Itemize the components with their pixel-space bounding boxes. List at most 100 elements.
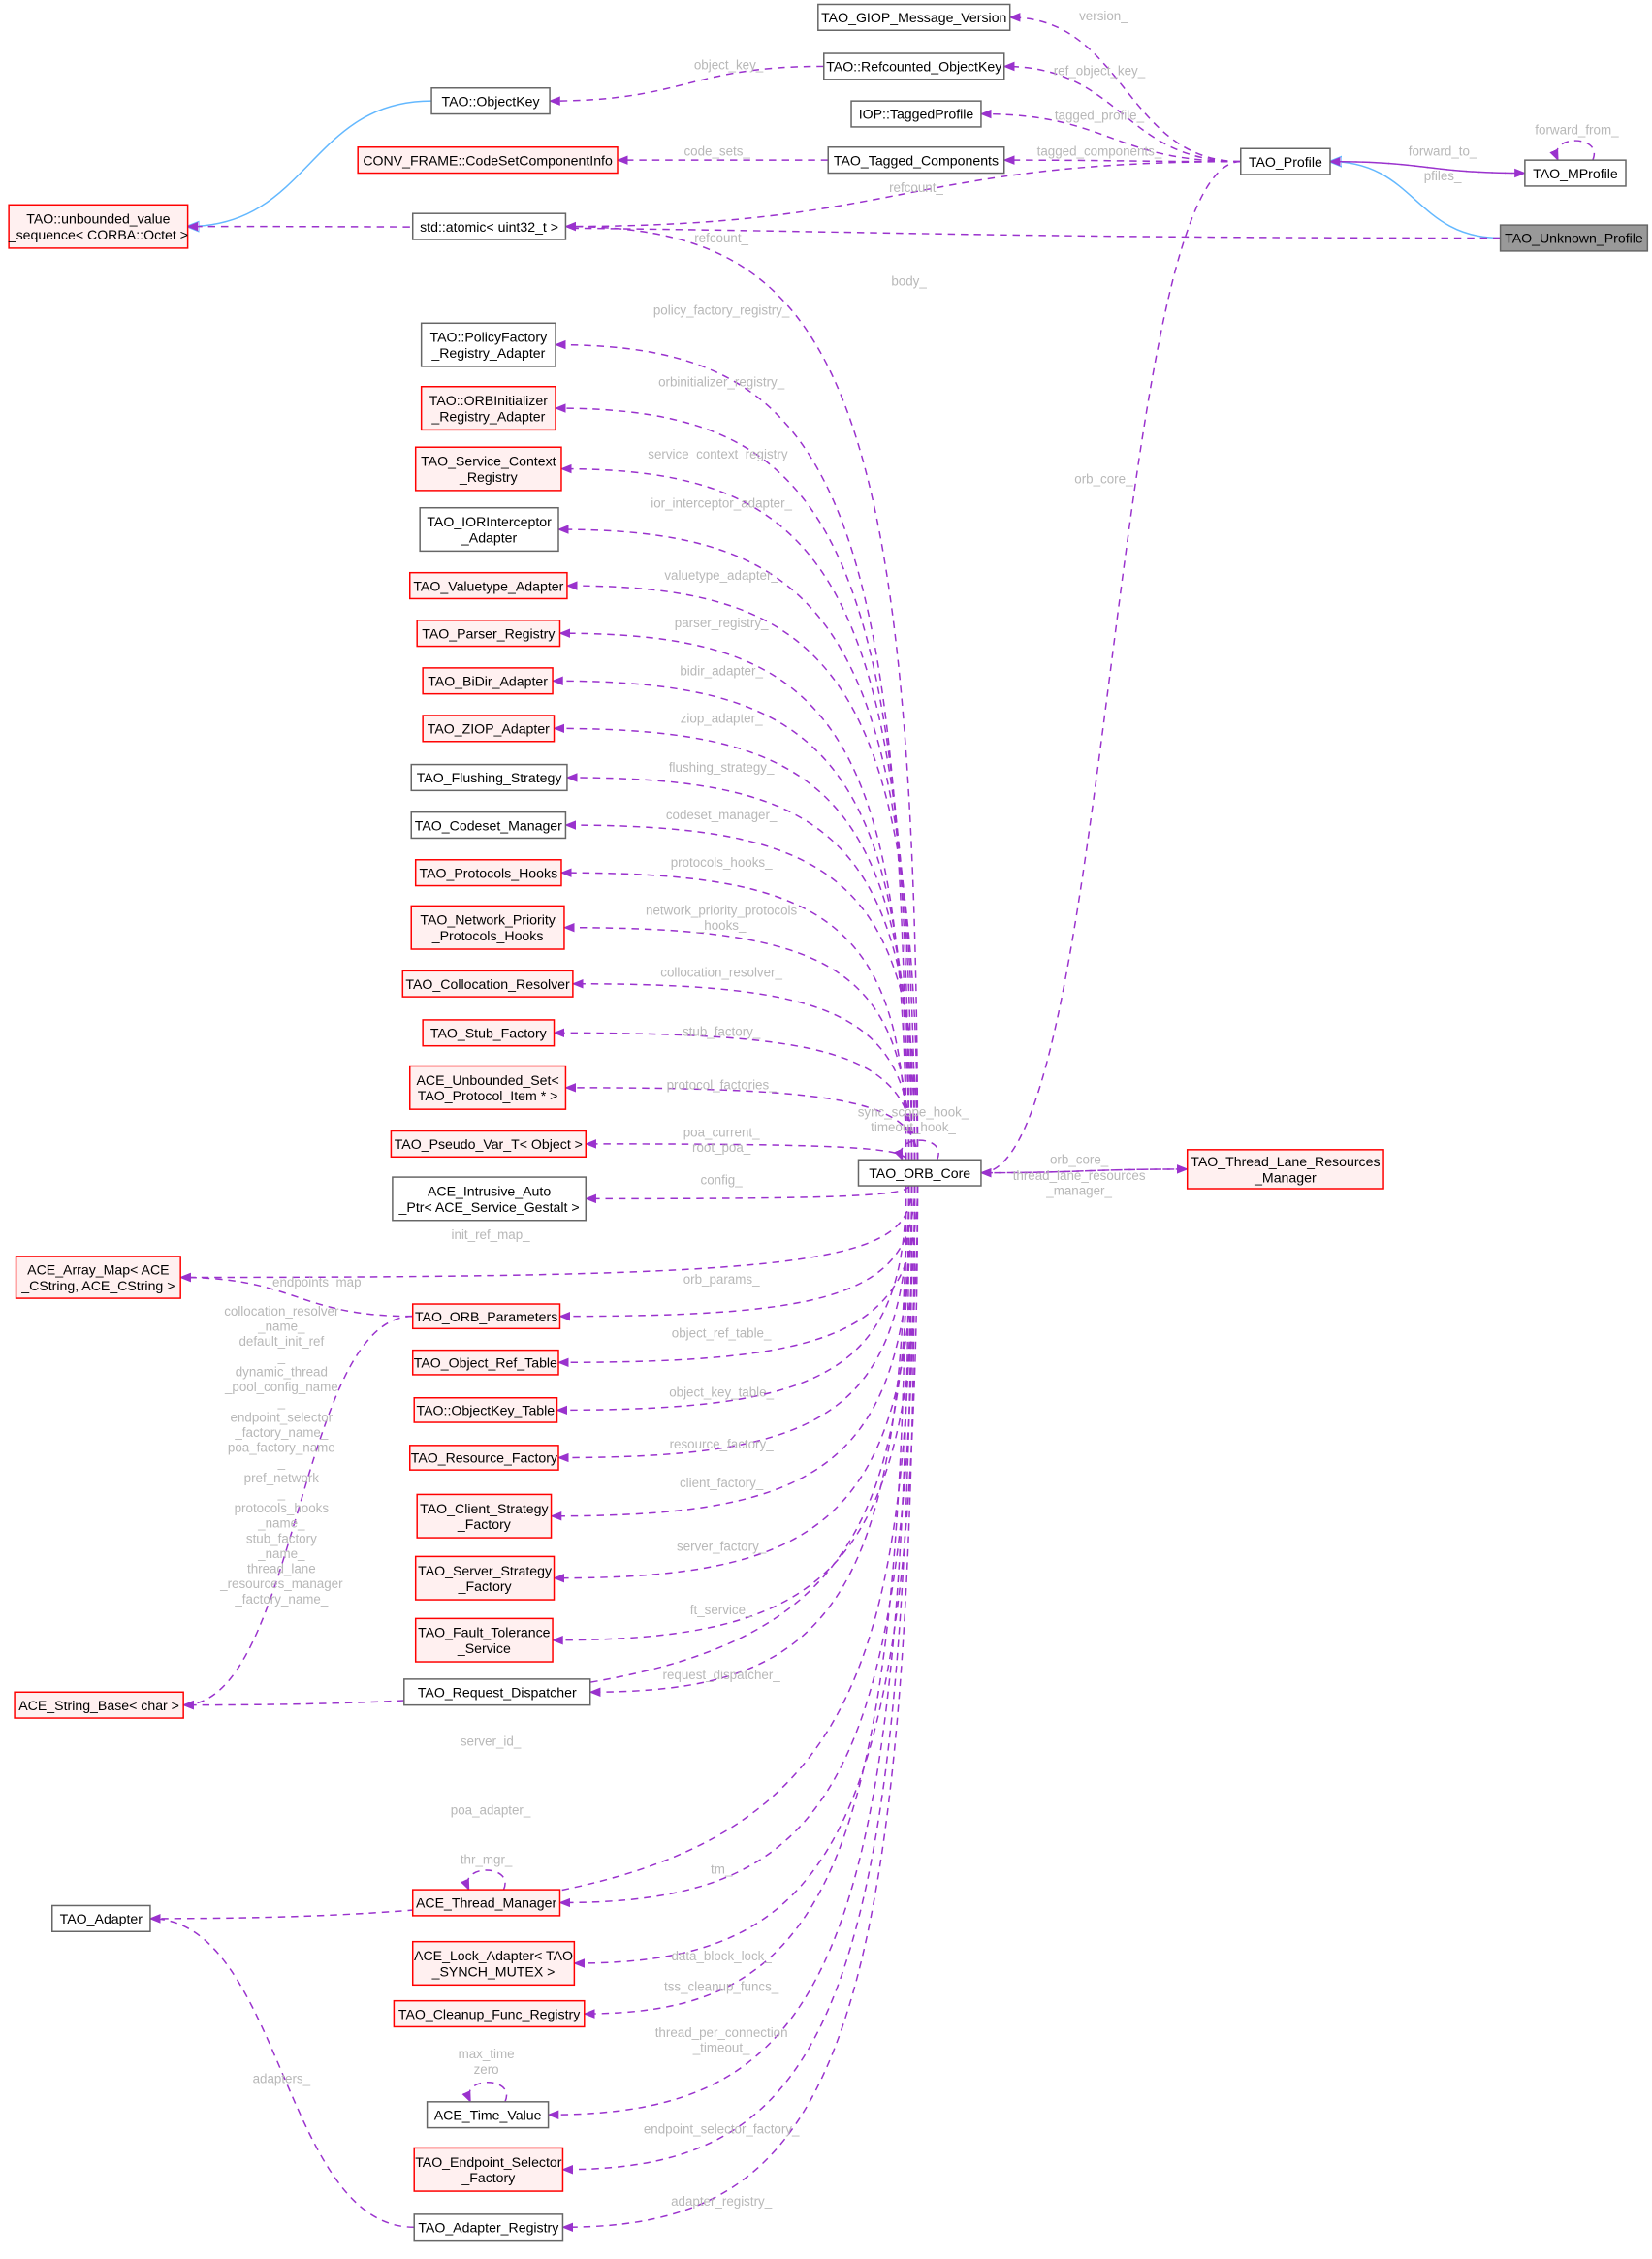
class-node-fault[interactable]: TAO_Fault_Tolerance_Service bbox=[414, 1617, 554, 1663]
edge-time_value-to-time_value bbox=[461, 2082, 508, 2103]
class-node-giop[interactable]: TAO_GIOP_Message_Version bbox=[817, 3, 1011, 31]
edge-label: adapters_ bbox=[253, 2071, 311, 2085]
class-node-client[interactable]: TAO_Client_Strategy_Factory bbox=[416, 1493, 553, 1539]
class-node-resource[interactable]: TAO_Resource_Factory bbox=[409, 1445, 559, 1471]
edge-orbcore-to-bidir bbox=[551, 676, 910, 1161]
class-node-adapter-registry[interactable]: TAO_Adapter_Registry bbox=[413, 2213, 564, 2242]
node-box bbox=[357, 146, 619, 175]
class-node-unbounded[interactable]: TAO::unbounded_value_sequence< CORBA::Oc… bbox=[8, 204, 189, 249]
edge-label: policy_factory_registry_ bbox=[653, 302, 790, 317]
class-node-tagged-profile[interactable]: IOP::TaggedProfile bbox=[850, 100, 982, 128]
node-label: CONV_FRAME::CodeSetComponentInfo bbox=[363, 152, 613, 168]
edge-label: tagged_profile_ bbox=[1055, 108, 1145, 122]
class-node-unbounded-set[interactable]: ACE_Unbounded_Set<TAO_Protocol_Item * > bbox=[409, 1065, 567, 1110]
class-node-time-value[interactable]: ACE_Time_Value bbox=[426, 2101, 550, 2129]
class-node-server[interactable]: TAO_Server_Strategy_Factory bbox=[414, 1555, 556, 1601]
class-node-service[interactable]: TAO_Service_Context_Registry bbox=[414, 446, 562, 492]
edge-label: endpoints_map_ bbox=[272, 1275, 368, 1289]
class-node-unknown[interactable]: TAO_Unknown_Profile bbox=[1499, 224, 1649, 252]
class-node-lock[interactable]: ACE_Lock_Adapter< TAO_SYNCH_MUTEX > bbox=[411, 1940, 576, 1987]
class-node-profile[interactable]: TAO_Profile bbox=[1240, 147, 1331, 175]
class-node-bidir[interactable]: TAO_BiDir_Adapter bbox=[422, 667, 554, 695]
edge-label: orb_params_ bbox=[683, 1272, 760, 1287]
edge-label: data_block_lock_ bbox=[671, 1949, 772, 1963]
node-label: TAO_ZIOP_Adapter bbox=[428, 721, 550, 737]
node-box bbox=[430, 87, 551, 115]
class-node-objectkey[interactable]: TAO::ObjectKey bbox=[430, 87, 551, 115]
edge-label: ref_object_key_ bbox=[1054, 63, 1146, 78]
class-node-mprofile[interactable]: TAO_MProfile bbox=[1524, 159, 1627, 187]
class-node-adapter[interactable]: TAO_Adapter bbox=[51, 1904, 151, 1932]
edge-profile-to-tagged_components bbox=[1002, 155, 1241, 165]
class-node-cleanup[interactable]: TAO_Cleanup_Func_Registry bbox=[393, 1999, 586, 2028]
class-node-obj-ref[interactable]: TAO_Object_Ref_Table bbox=[411, 1349, 559, 1376]
edge-orbcore-to-network bbox=[562, 922, 910, 1161]
class-node-policy[interactable]: TAO::PolicyFactory_Registry_Adapter bbox=[420, 322, 556, 367]
node-box bbox=[409, 571, 568, 600]
edge-profile-to-giop bbox=[1008, 13, 1241, 163]
edge-label: forward_to_ bbox=[1409, 144, 1477, 159]
node-label: TAO_Server_Strategy_Factory bbox=[418, 1563, 553, 1594]
class-node-thread-mgr[interactable]: ACE_Thread_Manager bbox=[411, 1889, 561, 1917]
edge-label: orb_core_ bbox=[1050, 1153, 1109, 1167]
node-box bbox=[410, 811, 567, 840]
class-node-objkey-table[interactable]: TAO::ObjectKey_Table bbox=[413, 1396, 558, 1423]
class-node-pseudo[interactable]: TAO_Pseudo_Var_T< Object > bbox=[390, 1130, 588, 1159]
edge-unknown-to-profile bbox=[1330, 162, 1501, 239]
class-node-ziop[interactable]: TAO_ZIOP_Adapter bbox=[422, 715, 556, 743]
node-label: ACE_Intrusive_Auto_Ptr< ACE_Service_Gest… bbox=[398, 1183, 580, 1214]
class-node-request[interactable]: TAO_Request_Dispatcher bbox=[403, 1678, 591, 1706]
node-box bbox=[414, 859, 562, 887]
edge-orbcore-to-valuetype bbox=[565, 581, 919, 1161]
edge-label: refcount_ bbox=[694, 231, 748, 245]
class-node-codeset-mgr[interactable]: TAO_Codeset_Manager bbox=[410, 811, 567, 840]
class-node-tlrm[interactable]: TAO_Thread_Lane_Resources_Manager bbox=[1186, 1149, 1384, 1190]
class-node-tagged-components[interactable]: TAO_Tagged_Components bbox=[827, 146, 1005, 175]
edge-profile-to-atomic bbox=[564, 160, 1241, 232]
class-node-string-base[interactable]: ACE_String_Base< char > bbox=[14, 1691, 184, 1719]
class-node-atomic[interactable]: std::atomic< uint32_t > bbox=[411, 212, 567, 240]
edge-objectkey-to-unbounded bbox=[188, 100, 432, 226]
class-node-orbcore[interactable]: TAO_ORB_Core bbox=[857, 1159, 982, 1187]
edge-mprofile-to-mprofile bbox=[1549, 140, 1596, 162]
node-label: TAO_Stub_Factory bbox=[430, 1026, 548, 1041]
edge-label: server_factory_ bbox=[677, 1539, 767, 1553]
node-label: TAO_Object_Ref_Table bbox=[414, 1354, 557, 1370]
node-box bbox=[413, 1396, 558, 1423]
node-label: TAO_Valuetype_Adapter bbox=[413, 578, 563, 593]
node-box bbox=[409, 1445, 559, 1471]
node-box bbox=[411, 1940, 576, 1987]
class-node-ior[interactable]: TAO_IORInterceptor_Adapter bbox=[419, 506, 559, 553]
edge-orbcore-to-string_base bbox=[181, 1186, 910, 1710]
edge-label: orb_core_ bbox=[1074, 471, 1133, 486]
node-label: TAO_Fault_Tolerance_Service bbox=[418, 1625, 550, 1656]
node-box bbox=[416, 1493, 553, 1539]
node-box bbox=[419, 506, 559, 553]
class-node-stub[interactable]: TAO_Stub_Factory bbox=[422, 1019, 556, 1047]
class-node-valuetype[interactable]: TAO_Valuetype_Adapter bbox=[409, 571, 568, 600]
node-box bbox=[420, 386, 556, 431]
node-label: TAO_Flushing_Strategy bbox=[417, 770, 563, 785]
node-box bbox=[1240, 147, 1331, 175]
class-node-collocation[interactable]: TAO_Collocation_Resolver bbox=[401, 970, 574, 998]
node-box bbox=[401, 970, 574, 998]
class-node-orbinit[interactable]: TAO::ORBInitializer_Registry_Adapter bbox=[420, 386, 556, 431]
class-node-network[interactable]: TAO_Network_Priority_Protocols_Hooks bbox=[410, 905, 565, 950]
class-node-flushing[interactable]: TAO_Flushing_Strategy bbox=[410, 763, 568, 792]
class-node-array-map[interactable]: ACE_Array_Map< ACE_CString, ACE_CString … bbox=[15, 1256, 181, 1299]
class-node-protocols-hooks[interactable]: TAO_Protocols_Hooks bbox=[414, 859, 562, 887]
node-label: TAO_Cleanup_Func_Registry bbox=[398, 2006, 581, 2021]
node-box bbox=[51, 1904, 151, 1932]
node-label: ACE_Array_Map< ACE_CString, ACE_CString … bbox=[20, 1262, 175, 1293]
class-node-orb-params[interactable]: TAO_ORB_Parameters bbox=[411, 1303, 561, 1330]
class-node-codeset[interactable]: CONV_FRAME::CodeSetComponentInfo bbox=[357, 146, 619, 175]
class-node-intrusive[interactable]: ACE_Intrusive_Auto_Ptr< ACE_Service_Gest… bbox=[392, 1176, 588, 1222]
node-box bbox=[392, 1176, 588, 1222]
edge-label: flushing_strategy_ bbox=[669, 760, 775, 775]
class-node-refcounted[interactable]: TAO::Refcounted_ObjectKey bbox=[823, 52, 1005, 80]
edge-orbcore-to-intrusive bbox=[585, 1185, 910, 1204]
class-node-parser[interactable]: TAO_Parser_Registry bbox=[416, 620, 561, 648]
class-node-endpoint[interactable]: TAO_Endpoint_Selector_Factory bbox=[413, 2147, 564, 2192]
edge-label: poa_adapter_ bbox=[451, 1803, 531, 1818]
